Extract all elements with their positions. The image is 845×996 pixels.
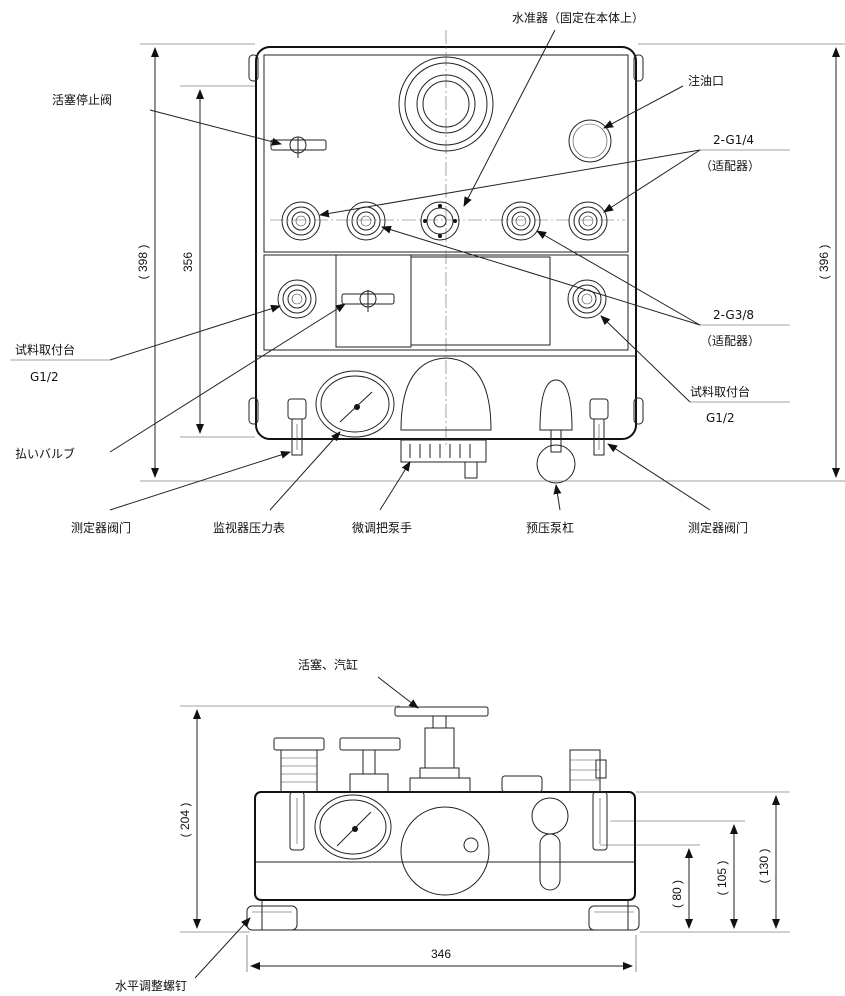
label-port-g14: 2-G1/4: [713, 133, 754, 147]
side-prepress-lever: [531, 797, 569, 891]
port-g14-left: [346, 201, 386, 241]
side-monitor-gauge: [314, 794, 392, 860]
sample-mount-right-port: [567, 279, 607, 319]
label-adapter-2: （适配器）: [700, 334, 760, 348]
sample-mount-left-port: [277, 279, 317, 319]
right-top-fitting: [501, 749, 607, 793]
label-gauge-valve-right: 测定器阀门: [688, 520, 748, 535]
left-valve-knob: [273, 737, 325, 793]
leveling-foot-right: [588, 905, 640, 931]
dim-204: ( 204 ): [178, 803, 192, 838]
label-sample-mount-left: 试料取付台: [15, 342, 75, 357]
dim-398: ( 398 ): [136, 245, 150, 280]
label-sample-mount-right-thread: G1/2: [706, 411, 735, 425]
dim-356: 356: [181, 252, 195, 272]
top-view: ( 398 ) 356 ( 396 ) 水准器（: [10, 10, 845, 535]
top-view-dimensions: ( 398 ) 356 ( 396 ): [136, 43, 845, 482]
label-sample-mount-left-thread: G1/2: [30, 370, 59, 384]
dim-130: ( 130 ): [757, 849, 771, 884]
gauge-valve-left-icon: [287, 398, 307, 456]
side-gauge-valve-left: [289, 791, 305, 851]
leveling-foot-left: [246, 905, 298, 931]
dim-105: ( 105 ): [715, 861, 729, 896]
prepress-lever-icon: [536, 379, 576, 484]
side-body-outline: [254, 791, 636, 901]
piston-stop-valve-icon: [270, 136, 327, 158]
label-sample-mount-right: 试料取付台: [690, 384, 750, 399]
label-piston-cylinder: 活塞、汽缸: [298, 657, 358, 672]
dim-80: ( 80 ): [670, 880, 684, 908]
label-piston-stop-valve: 活塞停止阀: [52, 92, 112, 107]
piston-cylinder-assembly: [394, 706, 489, 793]
label-level: 水准器（固定在本体上）: [512, 10, 644, 25]
large-top-gauge: [398, 56, 494, 152]
dim-346: 346: [431, 947, 451, 961]
label-oil-port: 注油口: [688, 73, 724, 88]
level-bubble: [420, 201, 460, 241]
side-view-dimensions: ( 204 ) ( 130 ) ( 105 ) ( 80 ) 346: [178, 705, 790, 972]
label-release-valve: 払いバルブ: [15, 446, 75, 461]
port-g38-left: [281, 201, 321, 241]
label-prepress-lever: 预压泵杠: [526, 520, 574, 535]
label-adapter-1: （适配器）: [700, 159, 760, 173]
oil-port-cap: [568, 119, 612, 163]
port-g38-right: [501, 201, 541, 241]
label-fine-adjust: 微调把泵手: [352, 521, 412, 535]
label-gauge-valve-left: 测定器阀门: [71, 520, 131, 535]
label-port-g38: 2-G3/8: [713, 308, 754, 322]
dim-396: ( 396 ): [817, 245, 831, 280]
top-view-leaders: [10, 29, 790, 511]
monitor-pressure-gauge: [315, 370, 395, 438]
side-view: ( 204 ) ( 130 ) ( 105 ) ( 80 ) 346 活塞、汽缸…: [115, 657, 790, 993]
middle-valve-knob: [339, 737, 401, 793]
label-monitor-gauge: 监视器压力表: [213, 520, 285, 535]
gauge-valve-right-icon: [589, 398, 609, 456]
side-fine-adjust-wheel: [400, 806, 490, 896]
release-valve-icon: [341, 290, 395, 312]
fine-adjust-handle-icon: [400, 357, 492, 479]
port-g14-right: [568, 201, 608, 241]
side-gauge-valve-right: [592, 791, 608, 851]
label-leveling-screw: 水平调整螺钉: [115, 978, 187, 993]
